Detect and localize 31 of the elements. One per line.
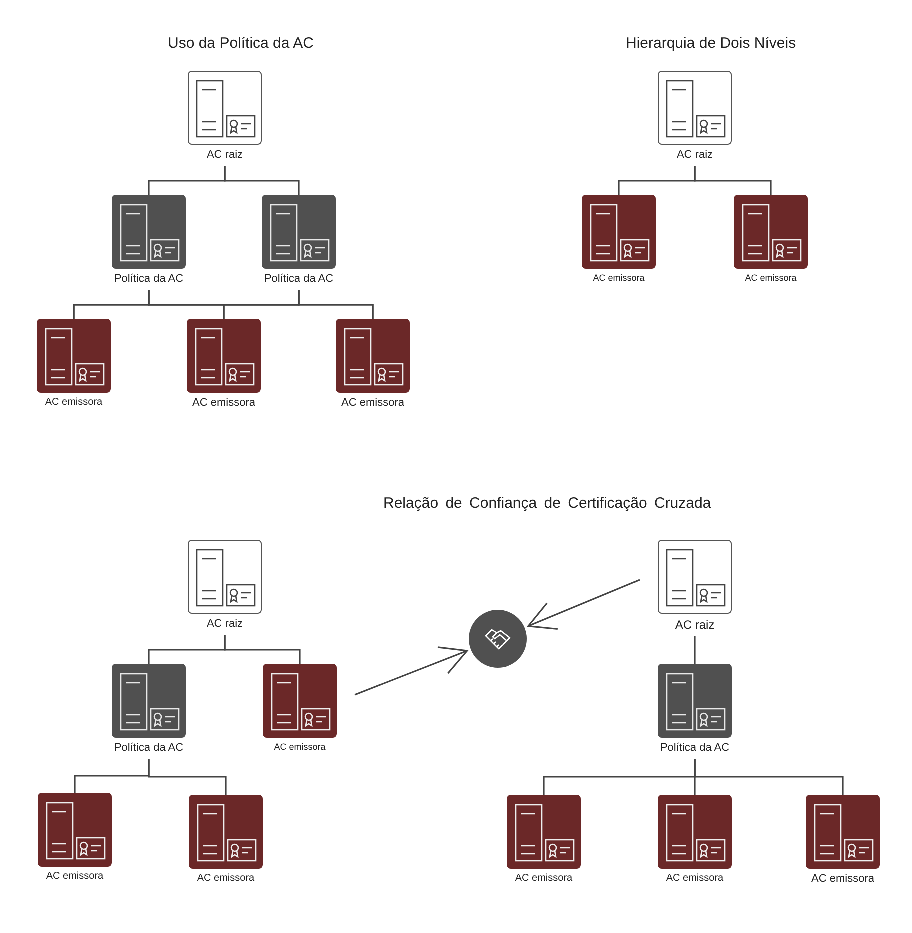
connector-line — [694, 166, 772, 195]
section-heading: Uso da Política da AC — [168, 35, 314, 52]
node-label: AC raiz — [206, 618, 244, 630]
node-label: AC emissora — [44, 397, 104, 408]
node-label: Política da AC — [263, 273, 335, 285]
connector-line — [694, 636, 696, 664]
arrow — [354, 646, 468, 696]
node-label: AC emissora — [810, 873, 876, 885]
node-label: AC emissora — [192, 397, 256, 409]
node-label: AC emissora — [744, 273, 798, 283]
node-label: Política da AC — [113, 273, 185, 285]
connector-line — [224, 635, 301, 664]
node-label: AC emissora — [592, 273, 646, 283]
connector-line — [298, 290, 374, 319]
node-label: Política da AC — [659, 742, 731, 754]
node-label: AC emissora — [665, 873, 725, 884]
connector-line — [694, 759, 844, 795]
arrow — [528, 579, 640, 630]
node-label: AC raiz — [674, 618, 716, 632]
node-label: AC raiz — [676, 149, 714, 161]
node-label: AC emissora — [514, 873, 574, 884]
node-label: AC emissora — [273, 742, 327, 752]
section-heading: Relação de Confiança de Certificação Cruzada — [384, 495, 712, 512]
node-label: AC emissora — [45, 871, 105, 882]
section-heading: Hierarquia de Dois Níveis — [626, 35, 796, 52]
node-label: Política da AC — [113, 742, 185, 754]
connector-line — [224, 166, 300, 195]
node-label: AC emissora — [196, 873, 256, 884]
node-label: AC emissora — [340, 397, 406, 409]
connector-line — [148, 759, 227, 795]
node-label: AC raiz — [206, 149, 244, 161]
